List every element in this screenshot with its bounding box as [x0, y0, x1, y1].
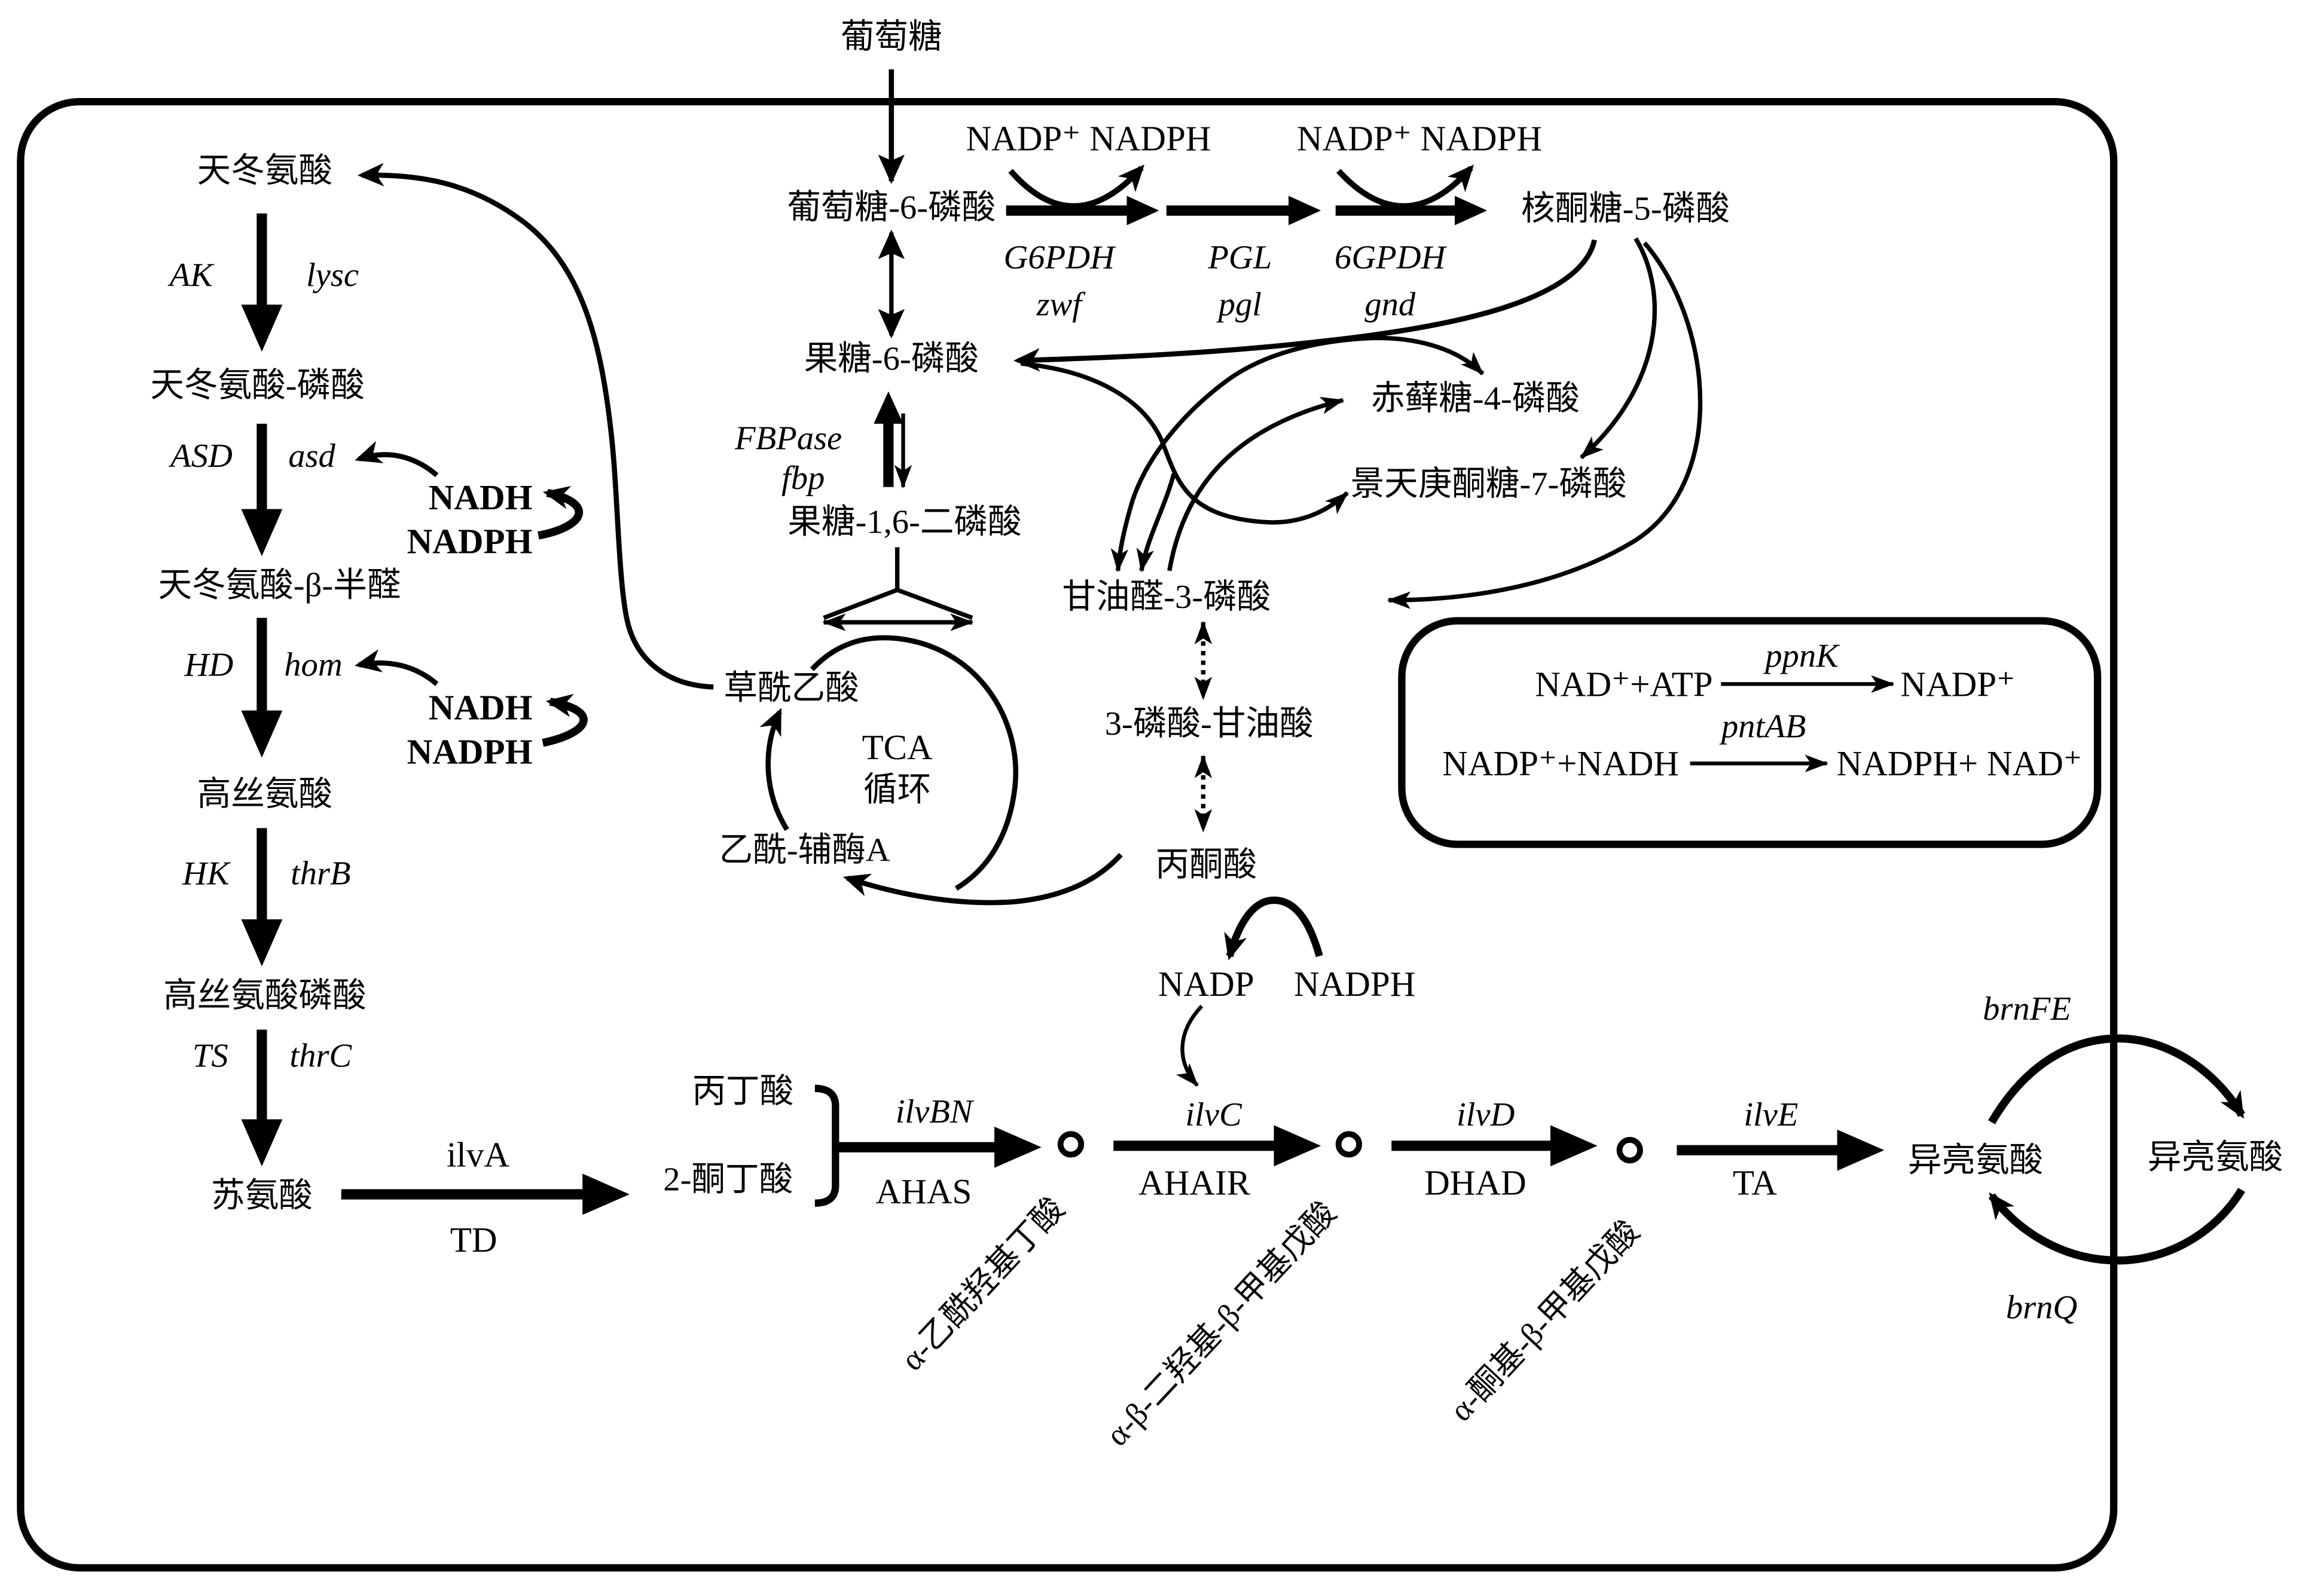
- tca-cycle-label: 循环: [863, 771, 931, 808]
- enzyme-6gpdh: 6GPDH: [1335, 239, 1448, 276]
- enzyme-fbpase: FBPase: [734, 420, 842, 457]
- gene-fbp: fbp: [781, 460, 825, 497]
- g3p-to-e4p-arrow: [1167, 397, 1345, 571]
- ppnk-reactants: NAD⁺+ATP: [1535, 664, 1712, 704]
- gene-ilvc: ilvC: [1185, 1096, 1242, 1133]
- ru5p-to-s7p-arrow: [1580, 237, 1657, 460]
- brnq-import-arrow: [1988, 1188, 2245, 1265]
- s7p-label: 景天庚酮糖-7-磷酸: [1351, 466, 1627, 503]
- acetyl-coa-label: 乙酰-辅酶A: [719, 831, 890, 869]
- ilvc-cofactor-nadp: NADP: [1158, 964, 1254, 1004]
- asd-nadph-to-nadh-arrow: [538, 485, 583, 540]
- gene-ilva: ilvA: [447, 1135, 509, 1175]
- enzyme-hd: HD: [184, 646, 233, 683]
- enzyme-pgl: PGL: [1207, 239, 1272, 276]
- gene-lysc: lysc: [306, 256, 359, 293]
- hd-nadph-to-nadh-arrow: [542, 693, 588, 747]
- hd-cofactor-arrow: [355, 649, 439, 686]
- ilvc-cofactor-nadph: NADPH: [1294, 964, 1415, 1004]
- nadp-reduction-arrow-2: [1336, 164, 1474, 209]
- aspartate-label: 天冬氨酸: [197, 152, 332, 189]
- gene-zwf: zwf: [1036, 286, 1086, 323]
- asd-cofactor-nadph: NADPH: [407, 522, 533, 561]
- intermediate-node-3: [1616, 1137, 1643, 1164]
- pyruvate-to-acetyl-coa-arrow: [842, 852, 1123, 906]
- tca-label: TCA: [862, 727, 933, 767]
- intermediate-label-2: α-β-二羟基-β-甲基戊酸: [1099, 1195, 1343, 1453]
- threonine-label: 苏氨酸: [211, 1177, 313, 1214]
- gene-pntab: pntAB: [1719, 708, 1806, 745]
- g3p-label: 甘油醛-3-磷酸: [1062, 579, 1271, 616]
- acetyl-coa-to-oaa-arrow: [759, 708, 789, 831]
- gene-hom: hom: [284, 646, 342, 683]
- homoserine-phosphate-label: 高丝氨酸磷酸: [163, 977, 366, 1014]
- gene-gnd: gnd: [1364, 286, 1416, 323]
- gene-brnq: brnQ: [2006, 1289, 2077, 1326]
- ppnk-product: NADP⁺: [1900, 664, 2015, 704]
- f6p-to-s7p-arrow: [1020, 361, 1349, 525]
- enzyme-asd: ASD: [168, 438, 233, 475]
- f6p-to-g3p-arrow: [1136, 473, 1176, 573]
- aspartyl-phosphate-label: 天冬氨酸-磷酸: [150, 367, 364, 404]
- enzyme-ahas: AHAS: [876, 1172, 972, 1211]
- pyruvate-label: 丙酮酸: [1155, 846, 1257, 883]
- gene-brnfe: brnFE: [1983, 990, 2071, 1028]
- e4p-g3p-arrow: [1110, 335, 1485, 573]
- pga3-label: 3-磷酸-甘油酸: [1105, 705, 1314, 742]
- oaa-to-aspartate-arrow: [357, 163, 714, 690]
- gene-ilvd: ilvD: [1457, 1096, 1515, 1133]
- ru5p-to-g3p-arrow: [1387, 241, 1703, 609]
- glucose-label: 葡萄糖: [841, 19, 942, 56]
- enzyme-g6pdh: G6PDH: [1004, 239, 1117, 276]
- e4p-label: 赤藓糖-4-磷酸: [1371, 380, 1580, 417]
- substrate-bracket: [814, 1084, 839, 1207]
- pntab-reactants: NADP⁺+NADH: [1442, 744, 1679, 783]
- enzyme-ta: TA: [1733, 1163, 1777, 1202]
- nadph-regeneration-box: [1398, 617, 2102, 848]
- intermediate-label-3: α-酮基-β-甲基戊酸: [1443, 1213, 1646, 1428]
- nadp-reduction-arrow-1: [1008, 164, 1144, 209]
- hd-cofactor-nadh: NADH: [429, 688, 533, 727]
- hd-cofactor-nadph: NADPH: [407, 732, 533, 772]
- ru5p-label: 核酮糖-5-磷酸: [1521, 191, 1730, 228]
- intermediate-node-1: [1057, 1131, 1085, 1158]
- aldolase-split-lines: [823, 547, 973, 620]
- oaa-label: 草酰乙酸: [723, 670, 859, 707]
- tca-cycle-arc: [810, 635, 1018, 891]
- gene-ppnk: ppnK: [1763, 638, 1840, 675]
- gene-ilve: ilvE: [1744, 1096, 1798, 1133]
- aspartate-semialdehyde-label: 天冬氨酸-β-半醛: [158, 567, 401, 604]
- enzyme-td: TD: [450, 1220, 497, 1259]
- isoleucine-intracellular-label: 异亮氨酸: [1908, 1142, 2043, 1179]
- enzyme-hk: HK: [182, 855, 231, 892]
- intermediate-node-2: [1335, 1131, 1363, 1158]
- asd-cofactor-arrow: [355, 441, 439, 478]
- intermediate-label-1: α-乙酰羟基丁酸: [894, 1191, 1071, 1377]
- gene-thrc: thrC: [289, 1038, 352, 1075]
- asd-cofactor-nadh: NADH: [429, 478, 533, 517]
- gene-pgl: pgl: [1216, 286, 1262, 323]
- f6p-label: 果糖-6-磷酸: [804, 341, 979, 378]
- cell-membrane-frame: [17, 98, 2118, 1571]
- brnfe-export-arrow: [1988, 1034, 2245, 1124]
- enzyme-dhad: DHAD: [1424, 1163, 1526, 1202]
- substrate-label-2: 2-酮丁酸: [663, 1161, 793, 1198]
- isoleucine-extracellular-label: 异亮氨酸: [2148, 1139, 2283, 1176]
- cofactor-pair-1: NADP⁺ NADPH: [966, 119, 1211, 158]
- ilvc-nadph-to-nadp-arrow: [1224, 896, 1323, 961]
- substrate-label-1: 丙丁酸: [692, 1073, 793, 1110]
- gene-thrb: thrB: [291, 855, 351, 892]
- enzyme-ak: AK: [167, 256, 215, 293]
- gene-asd: asd: [288, 438, 335, 475]
- cofactor-pair-2: NADP⁺ NADPH: [1297, 119, 1542, 158]
- g6p-label: 葡萄糖-6-磷酸: [787, 189, 996, 226]
- ilvc-cofactor-arrow: [1176, 1004, 1204, 1087]
- gene-ilvbn: ilvBN: [896, 1093, 975, 1130]
- enzyme-ts: TS: [193, 1038, 228, 1075]
- pntab-products: NADPH+ NAD⁺: [1837, 744, 2082, 783]
- fbp-label: 果糖-1,6-二磷酸: [787, 504, 1021, 541]
- enzyme-ahair: AHAIR: [1138, 1163, 1251, 1202]
- homoserine-label: 高丝氨酸: [197, 776, 332, 813]
